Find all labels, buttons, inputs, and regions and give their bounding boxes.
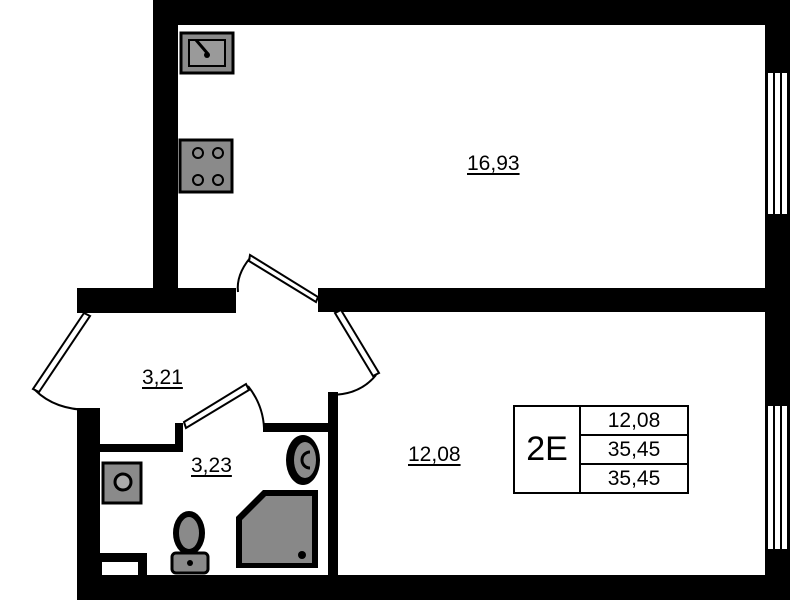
tag-value-living-area: 12,08	[581, 407, 687, 436]
wall-bath-left	[77, 408, 100, 600]
door-bathroom	[182, 382, 251, 430]
doors	[31, 253, 381, 430]
window-kitchen	[766, 71, 789, 216]
wall-kitchen-left	[153, 0, 178, 300]
wall-bedroom-top	[318, 288, 770, 312]
wall-bath-inner-post	[175, 423, 183, 452]
door-entrance	[31, 311, 92, 394]
room-area-bedroom: 12,08	[408, 443, 461, 466]
apartment-tag: 2E 12,08 35,45 35,45	[513, 405, 689, 494]
wall-bath-right	[328, 392, 338, 582]
stub-niche	[102, 562, 138, 575]
sink-kitchen-icon	[179, 31, 235, 75]
windows	[766, 71, 789, 551]
wall-hall-top	[77, 288, 236, 313]
bath-sink-icon	[286, 435, 320, 485]
room-area-bathroom: 3,23	[191, 454, 232, 477]
window-bedroom	[766, 404, 789, 551]
wall-bottom	[77, 575, 790, 600]
room-area-hall: 3,21	[142, 366, 183, 389]
tag-value-total-area: 35,45	[581, 436, 687, 465]
washer-icon	[101, 461, 143, 505]
door-kitchen	[247, 253, 320, 304]
tag-value-total-area-2: 35,45	[607, 467, 661, 490]
apartment-code: 2E	[515, 407, 581, 492]
fixtures	[101, 31, 320, 575]
stove-icon	[178, 138, 234, 194]
wall-bath-inner	[100, 444, 183, 452]
room-area-kitchen-living: 16,93	[467, 152, 520, 175]
door-bedroom	[333, 308, 381, 378]
walls	[77, 0, 790, 600]
toilet-icon	[170, 511, 210, 575]
shower-tray-icon	[236, 490, 318, 568]
wall-bath-inner-right	[263, 423, 328, 432]
wall-top	[153, 0, 790, 25]
